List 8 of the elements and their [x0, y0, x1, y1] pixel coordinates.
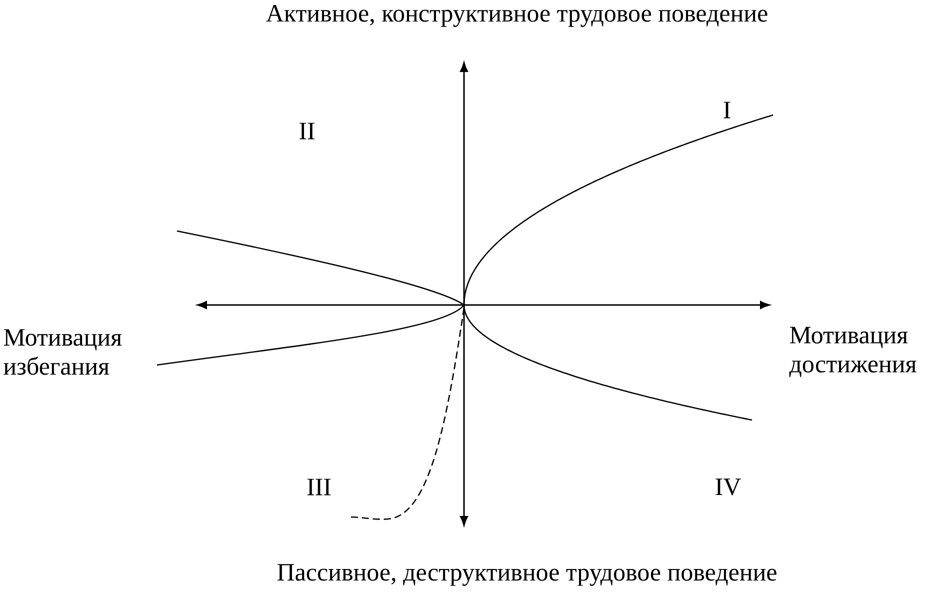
axis-label: Мотивация избегания [4, 329, 122, 375]
quadrant-numeral: II [300, 122, 314, 140]
quadrant-numeral: I [724, 102, 730, 118]
quadrant-numeral: III [307, 478, 331, 496]
axis-label: Мотивация достижения [789, 326, 916, 378]
axis-label: Пассивное, деструктивное трудовое поведение [277, 564, 776, 586]
axis-label: Активное, конструктивное трудовое поведение [266, 5, 768, 27]
quadrant-numeral: IV [716, 478, 741, 496]
